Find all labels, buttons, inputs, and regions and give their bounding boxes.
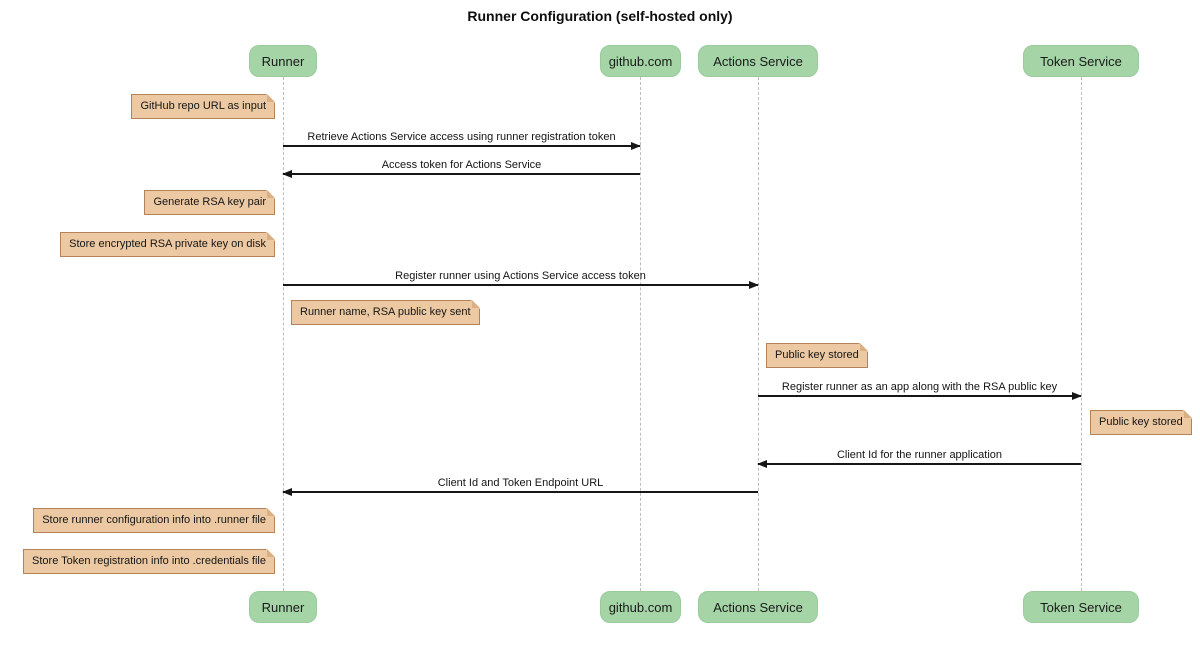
note-generate-rsa-key-pair: Generate RSA key pair xyxy=(144,190,275,215)
message-client-id-returned: Client Id for the runner application xyxy=(757,448,1081,468)
participant-github-top: github.com xyxy=(600,45,681,77)
participant-runner-bottom: Runner xyxy=(249,591,317,623)
message-retrieve-actions-access: Retrieve Actions Service access using ru… xyxy=(283,130,641,150)
message-label: Retrieve Actions Service access using ru… xyxy=(307,131,616,143)
participant-token-service-bottom: Token Service xyxy=(1023,591,1139,623)
participant-actions-service-top: Actions Service xyxy=(698,45,818,77)
participant-github-bottom: github.com xyxy=(600,591,681,623)
note-public-key-stored-actions: Public key stored xyxy=(766,343,868,368)
lifeline-runner xyxy=(283,77,284,591)
message-label: Access token for Actions Service xyxy=(381,159,542,171)
note-store-encrypted-private-key: Store encrypted RSA private key on disk xyxy=(60,232,275,257)
message-label: Client Id for the runner application xyxy=(836,449,1003,461)
lifeline-token-service xyxy=(1081,77,1082,591)
message-label: Register runner using Actions Service ac… xyxy=(395,270,646,282)
lifeline-actions-service xyxy=(758,77,759,591)
message-register-runner: Register runner using Actions Service ac… xyxy=(283,269,759,289)
note-public-key-stored-token: Public key stored xyxy=(1090,410,1192,435)
participant-token-service-top: Token Service xyxy=(1023,45,1139,77)
lifeline-github xyxy=(640,77,641,591)
note-runner-name-public-key-sent: Runner name, RSA public key sent xyxy=(291,300,480,325)
participant-runner-top: Runner xyxy=(249,45,317,77)
note-store-token-registration: Store Token registration info into .cred… xyxy=(23,549,275,574)
participant-actions-service-bottom: Actions Service xyxy=(698,591,818,623)
diagram-title: Runner Configuration (self-hosted only) xyxy=(467,8,733,24)
message-label: Register runner as an app along with the… xyxy=(781,381,1058,393)
note-github-repo-url-input: GitHub repo URL as input xyxy=(131,94,275,119)
message-register-runner-app: Register runner as an app along with the… xyxy=(758,380,1082,400)
message-label: Client Id and Token Endpoint URL xyxy=(437,477,604,489)
message-client-id-token-endpoint: Client Id and Token Endpoint URL xyxy=(282,476,758,496)
message-access-token-returned: Access token for Actions Service xyxy=(282,158,640,178)
note-store-runner-config: Store runner configuration info into .ru… xyxy=(33,508,275,533)
